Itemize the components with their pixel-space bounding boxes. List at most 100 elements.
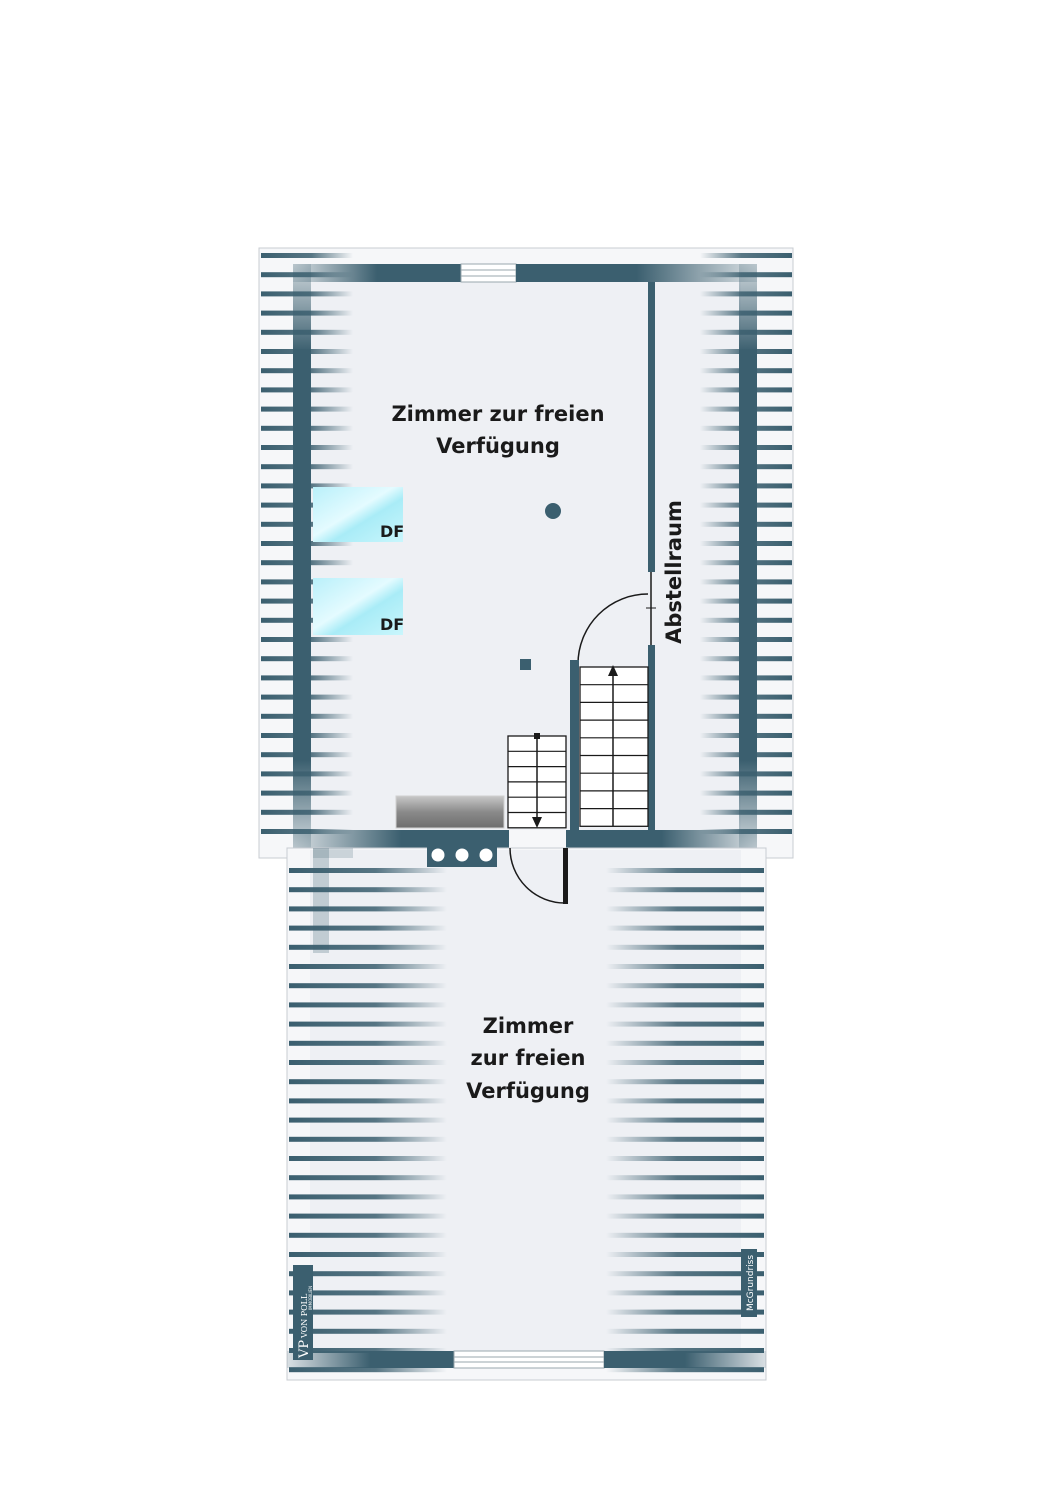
roof-slope-stripe	[606, 1290, 764, 1296]
roof-slope-stripe	[606, 1309, 764, 1315]
small-stair-arrow-tail	[534, 733, 540, 739]
roof-slope-stripe	[606, 1040, 764, 1046]
roof-slope-stripe	[606, 1271, 764, 1277]
storage-partition-wall-top	[648, 282, 655, 572]
lower-bottom-wall-left	[287, 1351, 454, 1368]
square-dot-icon	[520, 659, 531, 670]
main-stair-arrowhead	[608, 665, 618, 676]
vonpoll-logo: VP VON POLL IMMOBILIEN	[293, 1265, 313, 1360]
lower-right-roof-slope	[606, 868, 764, 1373]
roof-slope-stripe	[606, 1002, 764, 1008]
lower-left-roof-slope	[289, 868, 447, 1373]
roof-slope-stripe	[289, 1117, 447, 1123]
lower-ghost-wall	[313, 848, 329, 953]
lower-bottom-window	[453, 1350, 605, 1369]
upper-top-window	[460, 263, 517, 283]
roof-slope-stripe	[606, 925, 764, 931]
skylight-glass	[313, 578, 403, 635]
mcgrundriss-credit: McGrundriss	[741, 1249, 757, 1317]
vonpoll-logo-line1: VON POLL	[300, 1293, 309, 1339]
roof-slope-stripe	[606, 964, 764, 969]
roof-slope-stripe	[289, 1098, 447, 1104]
roof-slope-stripe	[289, 1252, 447, 1257]
roof-slope-stripe	[289, 925, 447, 931]
roof-slope-stripe	[606, 1021, 764, 1027]
lower-room-label-line3: Verfügung	[466, 1079, 590, 1103]
vonpoll-logo-line2: IMMOBILIEN	[308, 1286, 313, 1310]
roof-slope-stripe	[606, 906, 764, 912]
roof-slope-stripe	[606, 1213, 764, 1219]
roof-slope-stripe	[606, 1328, 764, 1334]
roof-slope-stripe	[606, 1252, 764, 1257]
roof-slope-stripe	[289, 1194, 447, 1200]
mcgrundriss-box	[741, 1249, 757, 1317]
upper-top-wall-left	[293, 264, 461, 282]
roof-slope-stripe	[700, 253, 792, 258]
roof-slope-stripe	[289, 1002, 447, 1008]
roof-slope-stripe	[289, 1232, 447, 1238]
roof-slope-stripe	[606, 983, 764, 989]
roof-slope-stripe	[606, 1367, 764, 1373]
heater-circle	[431, 848, 445, 862]
roof-slope-stripe	[606, 1098, 764, 1104]
upper-bottom-wall-right	[566, 830, 757, 848]
roof-slope-stripe	[289, 1079, 447, 1085]
lower-bottom-wall-right	[604, 1351, 766, 1368]
roof-slope-stripe	[289, 1021, 447, 1027]
roof-slope-stripe	[606, 944, 764, 950]
roof-slope-stripe	[289, 1290, 447, 1296]
skylight-glass	[313, 487, 403, 542]
circle-dot-icon	[545, 503, 561, 519]
upper-top-wall-right	[516, 264, 757, 282]
roof-slope-stripe	[261, 253, 353, 258]
skylight: DF	[313, 578, 404, 635]
lower-floor-block: Zimmer zur freien Verfügung VP VON POLL …	[286, 843, 767, 1381]
roof-slope-stripe	[606, 1194, 764, 1200]
roof-slope-stripe	[289, 944, 447, 950]
roof-slope-stripe	[289, 1175, 447, 1181]
storage-door-swing	[577, 593, 649, 665]
roof-slope-stripe	[606, 1079, 764, 1085]
upper-room-label-line2: Verfügung	[436, 434, 560, 458]
stair-enclosure-wall	[570, 660, 579, 830]
skylight-label: DF	[380, 522, 404, 541]
heater-circle	[455, 848, 469, 862]
roof-slope-stripe	[606, 1232, 764, 1238]
roof-slope-stripe	[606, 1060, 764, 1065]
roof-slope-stripe	[606, 868, 764, 873]
roof-slope-stripe	[289, 1328, 447, 1334]
upper-floor-block: DF DF Zimmer zur freien Verfügung Abstel…	[258, 247, 794, 859]
vonpoll-logo-mark: VP	[297, 1340, 312, 1359]
roof-slope-stripe	[289, 1367, 447, 1373]
lower-room-label-line2: zur freien	[471, 1046, 586, 1070]
roof-slope-stripe	[289, 983, 447, 989]
roof-slope-stripe	[289, 1060, 447, 1065]
lower-ghost-wall-cap	[313, 848, 353, 858]
roof-slope-stripe	[289, 1348, 447, 1353]
roof-slope-stripe	[606, 1117, 764, 1123]
skylight-label: DF	[380, 615, 404, 634]
roof-slope-stripe	[289, 1156, 447, 1161]
roof-slope-stripe	[606, 1175, 764, 1181]
small-stair-arrowhead	[532, 817, 542, 828]
roof-slope-stripe	[606, 1136, 764, 1142]
roof-slope-stripe	[289, 906, 447, 912]
roof-slope-stripe	[289, 887, 447, 893]
vonpoll-logo-box	[293, 1265, 313, 1360]
roof-slope-stripe	[289, 1040, 447, 1046]
upper-room-label-line1: Zimmer zur freien	[391, 402, 604, 426]
roof-slope-stripe	[606, 887, 764, 893]
lower-room-label-line1: Zimmer	[483, 1014, 574, 1038]
lower-door-frame	[563, 848, 568, 904]
roof-slope-stripe	[289, 1213, 447, 1219]
upper-left-wall	[293, 264, 311, 848]
radiator	[395, 795, 505, 829]
roof-slope-stripe	[289, 1271, 447, 1277]
roof-slope-stripe	[289, 868, 447, 873]
lower-door-swing	[509, 847, 566, 904]
main-staircase	[579, 666, 649, 827]
roof-slope-stripe	[606, 1348, 764, 1353]
skylight: DF	[313, 487, 404, 542]
roof-slope-stripe	[289, 1136, 447, 1142]
